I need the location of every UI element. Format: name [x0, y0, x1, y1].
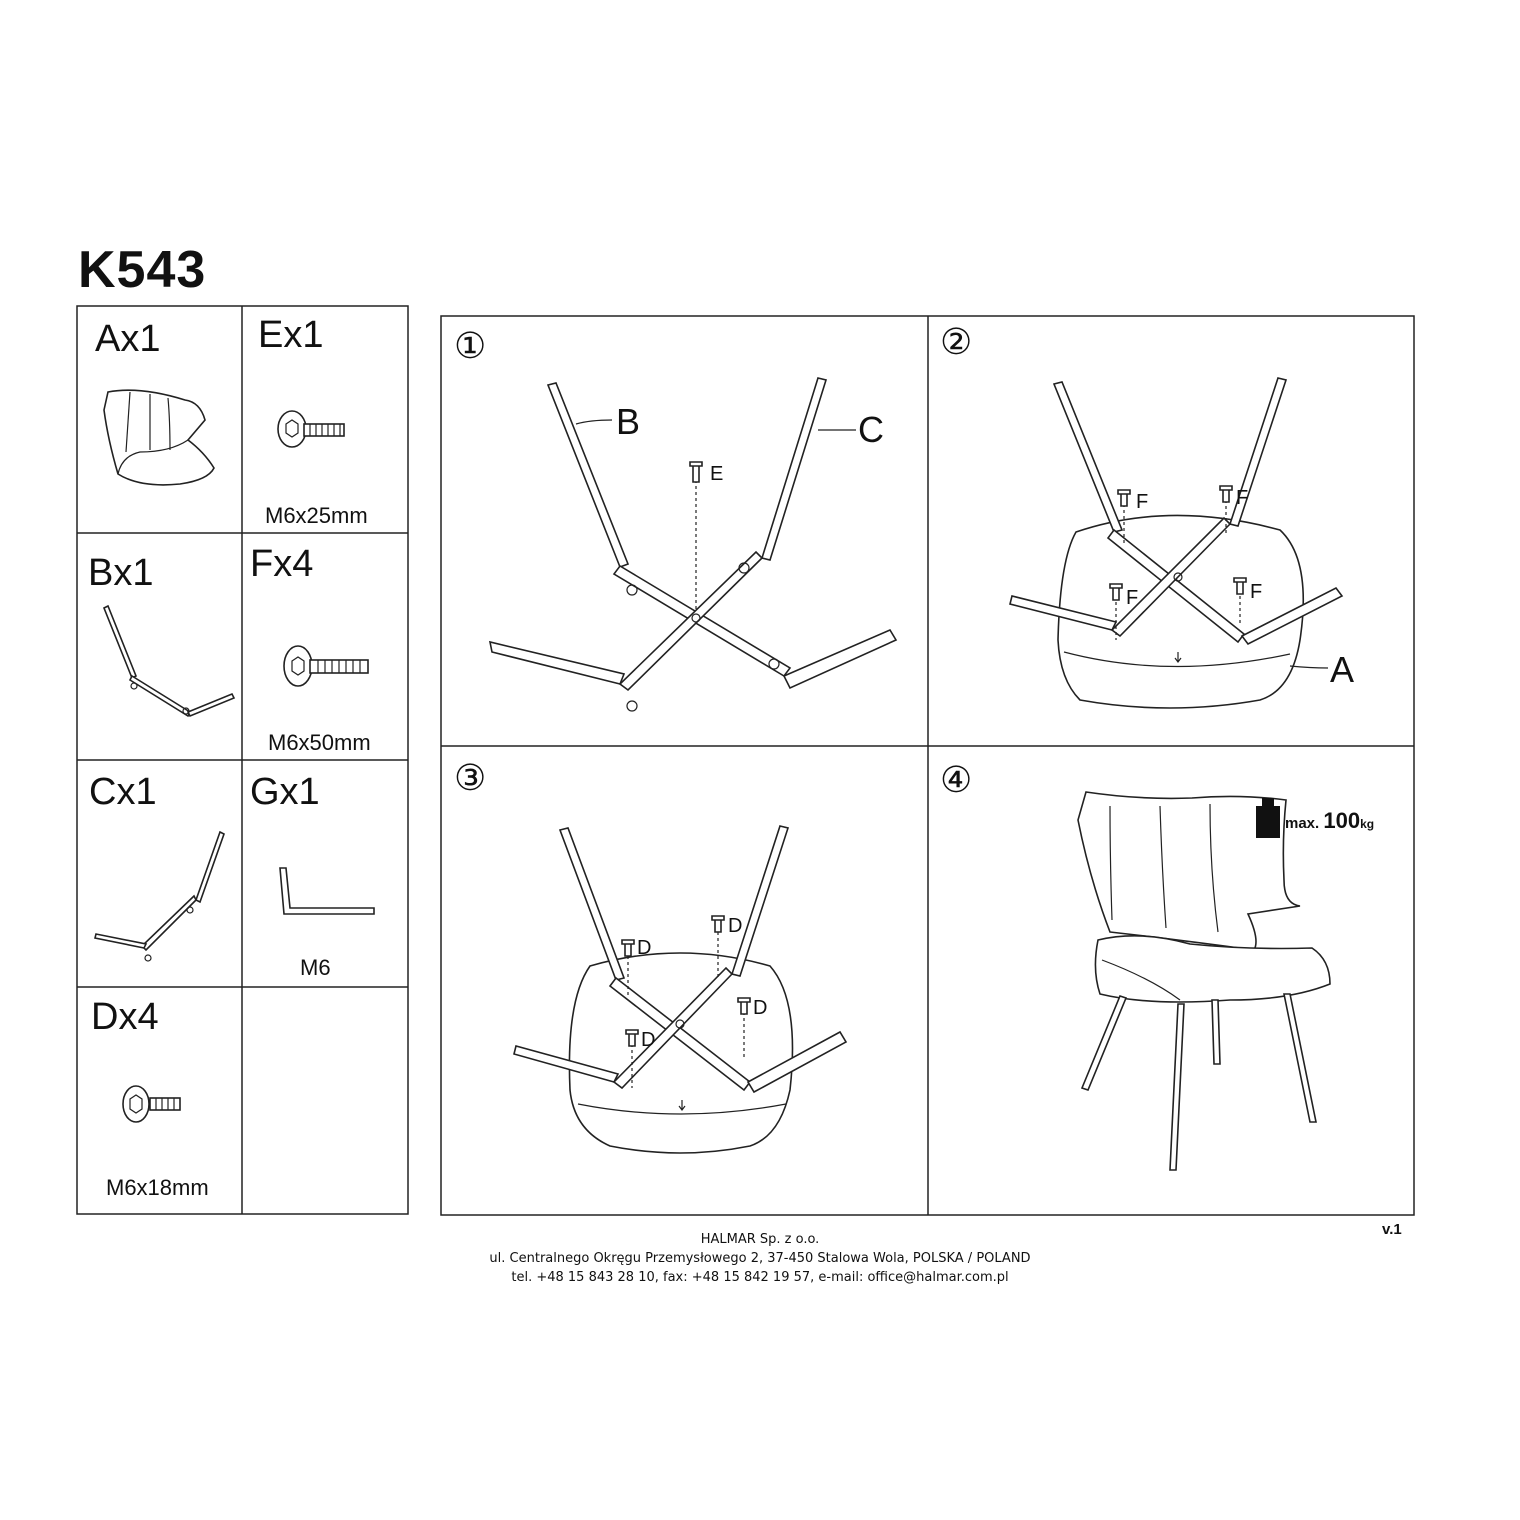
step-4-chair-diagram — [1077, 791, 1331, 1171]
part-f-label: Fx4 — [250, 543, 314, 585]
model-title: K543 — [78, 241, 207, 299]
part-g-spec: M6 — [300, 955, 331, 980]
footer: HALMAR Sp. z o.o. ul. Centralnego Okręgu… — [380, 1230, 1140, 1287]
bolt-d-icon — [122, 1085, 181, 1123]
step-2-label-f3: F — [1126, 587, 1138, 609]
step-2-label-f2: F — [1236, 487, 1248, 509]
max-load-unit: kg — [1360, 817, 1375, 831]
part-g-label: Gx1 — [250, 771, 320, 813]
step-2-label-f4: F — [1250, 581, 1262, 603]
footer-contact: tel. +48 15 843 28 10, fax: +48 15 842 1… — [511, 1270, 1009, 1285]
allen-key-icon — [279, 867, 375, 915]
step-1-label-c: C — [858, 409, 884, 450]
step-2-label-f1: F — [1136, 491, 1148, 513]
step-2-number: ② — [940, 322, 973, 363]
part-f-spec: M6x50mm — [268, 730, 371, 755]
leg-frame-b-icon — [102, 604, 236, 718]
part-b-label: Bx1 — [88, 552, 154, 594]
part-d-spec: M6x18mm — [106, 1175, 209, 1200]
step-3-diagram — [513, 825, 848, 1154]
max-load-prefix: max. — [1285, 815, 1320, 832]
bolt-f-icon — [283, 645, 369, 687]
leg-frame-c-icon — [94, 830, 225, 962]
step-3-label-d4: D — [753, 997, 767, 1019]
bolt-e-icon — [277, 410, 345, 448]
step-3-label-d1: D — [637, 937, 651, 959]
seat-shell-icon — [103, 389, 215, 486]
step-1-label-e: E — [710, 463, 723, 485]
step-1-label-b: B — [616, 401, 640, 442]
footer-company: HALMAR Sp. z o.o. — [700, 1232, 820, 1247]
step-2-diagram — [1009, 377, 1344, 709]
part-a-label: Ax1 — [95, 318, 161, 360]
step-1-number: ① — [454, 326, 487, 367]
version-label: v.1 — [1382, 1221, 1402, 1238]
step-2-label-a: A — [1330, 649, 1354, 690]
step-1-diagram — [488, 377, 898, 712]
max-load-value: 100 — [1323, 808, 1361, 833]
step-3-label-d2: D — [728, 915, 742, 937]
part-c-label: Cx1 — [89, 771, 157, 813]
part-e-label: Ex1 — [258, 314, 324, 356]
step-3-number: ③ — [454, 758, 487, 799]
part-d-label: Dx4 — [91, 996, 159, 1038]
footer-address: ul. Centralnego Okręgu Przemysłowego 2, … — [489, 1251, 1031, 1266]
part-e-spec: M6x25mm — [265, 503, 368, 528]
max-load-label: max. 100kg — [1285, 808, 1374, 834]
step-3-label-d3: D — [641, 1029, 655, 1051]
step-4-number: ④ — [940, 760, 973, 801]
